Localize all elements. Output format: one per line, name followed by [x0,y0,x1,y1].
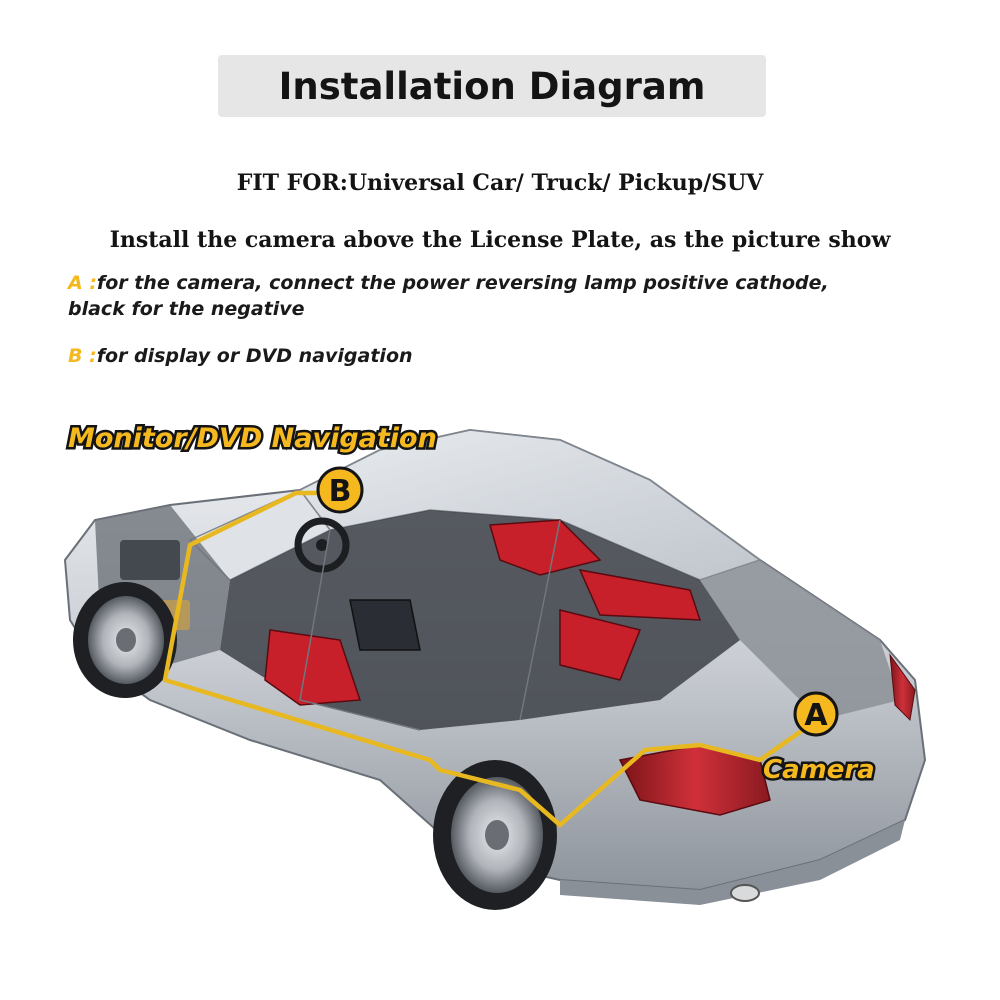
fit-for-text: FIT FOR:Universal Car/ Truck/ Pickup/SUV [236,170,764,196]
note-a: A :for the camera, connect the power rev… [68,270,968,322]
wiring-harness [162,490,813,828]
page-title: Installation Diagram [278,64,706,108]
marker-a: A [793,691,839,737]
marker-a-letter: A [804,698,828,733]
title-box: Installation Diagram [218,55,766,117]
note-a-text-2: black for the negative [68,298,305,320]
trunk [700,560,900,720]
seat-front [264,629,362,706]
camera-label: Camera [763,755,875,785]
marker-b-letter: B [329,474,352,509]
monitor-label: Monitor/DVD Navigation [68,423,437,454]
seat-rear [489,519,602,576]
note-b: B :for display or DVD navigation [68,343,413,369]
marker-b: B [316,466,364,514]
note-b-key: B : [68,345,97,367]
note-a-text: for the camera, connect the power revers… [96,272,829,294]
note-a-key: A : [68,272,97,294]
install-instruction: Install the camera above the License Pla… [109,227,891,253]
steering-wheel [294,517,350,573]
note-b-text: for display or DVD navigation [96,345,413,367]
